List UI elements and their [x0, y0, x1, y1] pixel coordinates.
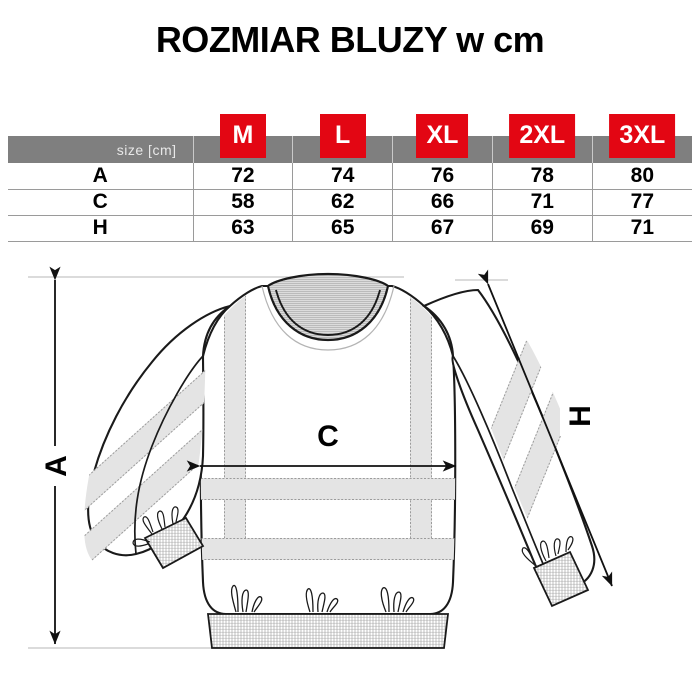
- stripe-horizontal-lower: [200, 538, 456, 560]
- cell-c-xl: 66: [392, 189, 493, 216]
- cell-h-xl: 67: [392, 215, 493, 242]
- cell-h-l: 65: [292, 215, 394, 242]
- size-column-xl: XL: [392, 113, 493, 163]
- size-unit-label: size [cm]: [8, 136, 194, 163]
- table-row: H 63 65 67 69 71: [8, 215, 692, 242]
- cell-a-2xl: 78: [492, 163, 593, 190]
- hem-stitch-marks: [230, 584, 415, 613]
- size-badge-l: L: [319, 113, 366, 158]
- dimension-h: H: [477, 269, 613, 587]
- cell-c-3xl: 77: [592, 189, 692, 216]
- dimension-h-label-backing: [560, 396, 598, 436]
- collar: [261, 272, 395, 351]
- row-label-c: C: [8, 189, 194, 216]
- left-cuff-stitch-marks: [132, 506, 179, 547]
- left-cuff-rib: [143, 516, 205, 570]
- table-row: C 58 62 66 71 77: [8, 189, 692, 216]
- size-chart-table: size [cm] M L XL 2XL 3XL A 72 74 76 78 8…: [8, 113, 692, 242]
- dimension-a-label-backing: [36, 446, 74, 486]
- table-row: A 72 74 76 78 80: [8, 163, 692, 190]
- left-cuff: [132, 506, 205, 570]
- stripe-vertical-left: [224, 286, 246, 538]
- sweatshirt-body: [199, 272, 457, 649]
- size-badge-2xl: 2XL: [509, 113, 576, 158]
- cell-h-m: 63: [193, 215, 294, 242]
- dimension-h-label: H: [564, 405, 597, 427]
- cell-c-l: 62: [292, 189, 394, 216]
- dimension-c-label: C: [317, 420, 339, 453]
- stripe-vertical-right: [410, 286, 432, 538]
- cell-h-3xl: 71: [592, 215, 692, 242]
- row-label-a: A: [8, 163, 194, 190]
- dimension-a-label: A: [40, 455, 73, 477]
- cell-c-m: 58: [193, 189, 294, 216]
- stripe-horizontal-upper: [200, 478, 456, 500]
- dimension-a: A: [36, 266, 74, 645]
- dimension-c-label-backing: [308, 416, 348, 454]
- dimension-c: C: [186, 416, 457, 472]
- size-badge-m: M: [219, 113, 266, 158]
- left-sleeve-stripe-2: [84, 368, 206, 561]
- cell-a-xl: 76: [392, 163, 493, 190]
- cell-a-m: 72: [193, 163, 294, 190]
- size-column-3xl: 3XL: [592, 113, 692, 163]
- left-sleeve-underarm-seam: [133, 355, 204, 555]
- table-header-row: size [cm] M L XL 2XL 3XL: [8, 113, 692, 163]
- cell-h-2xl: 69: [492, 215, 593, 242]
- collar-outer-seam: [261, 285, 395, 351]
- sweatshirt-diagram: A C H: [0, 250, 700, 700]
- size-column-2xl: 2XL: [492, 113, 593, 163]
- dimension-h-arrow: [477, 269, 613, 587]
- cell-c-2xl: 71: [492, 189, 593, 216]
- hem-waistband: [206, 584, 450, 649]
- collar-inner-edge: [275, 289, 381, 336]
- cell-a-3xl: 80: [592, 163, 692, 190]
- size-badge-3xl: 3XL: [609, 113, 676, 158]
- hem-rib: [206, 613, 450, 649]
- row-label-h: H: [8, 215, 194, 242]
- body-reflective-stripes: [200, 286, 456, 560]
- collar-rib: [266, 272, 390, 342]
- page-title: ROZMIAR BLUZY w cm: [155, 19, 545, 60]
- size-badge-xl: XL: [416, 113, 469, 158]
- cell-a-l: 74: [292, 163, 394, 190]
- size-column-l: L: [292, 113, 394, 163]
- size-column-m: M: [193, 113, 294, 163]
